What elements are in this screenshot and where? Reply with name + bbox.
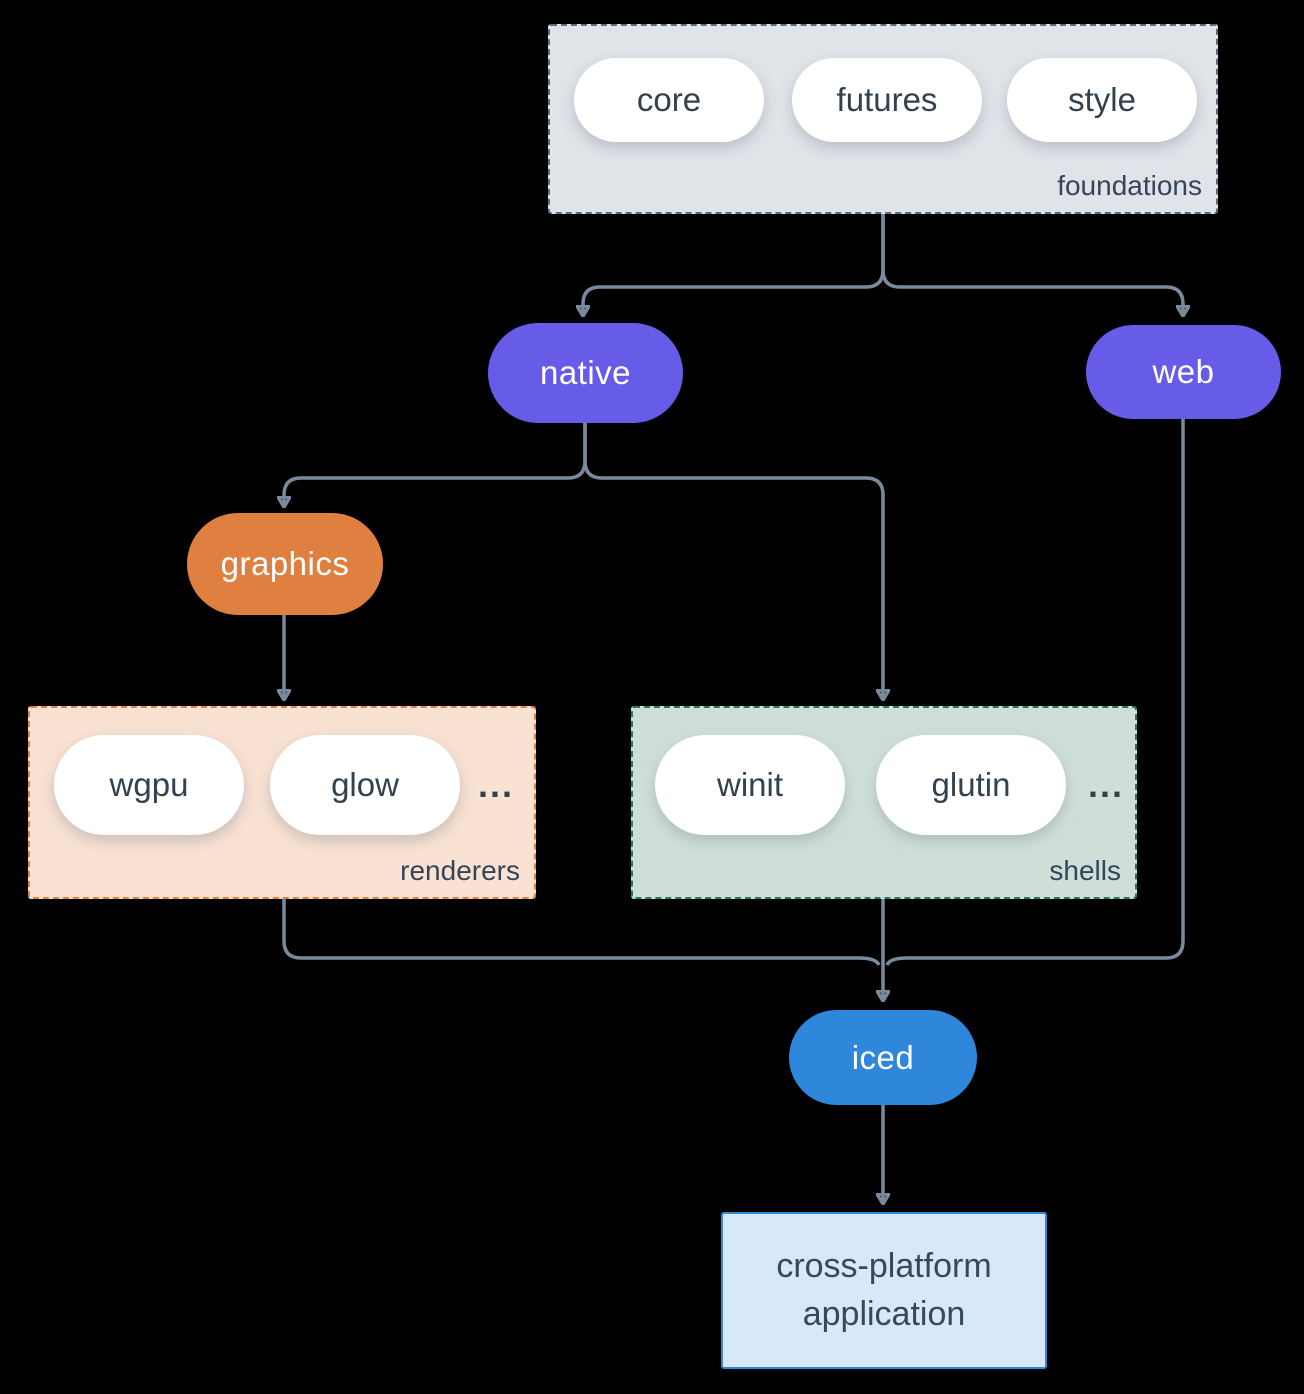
node-application: cross-platform application — [721, 1212, 1047, 1369]
edge-web-iced — [885, 419, 1185, 966]
node-wgpu-label: wgpu — [109, 766, 189, 803]
shells-group-label: shells — [1049, 855, 1121, 886]
renderers-group-box: wgpu glow ... renderers — [28, 706, 536, 899]
node-style: style — [1007, 58, 1197, 142]
shells-group-box: winit glutin ... shells — [631, 706, 1137, 899]
node-application-label: cross-platform application — [776, 1246, 992, 1333]
node-core: core — [574, 58, 764, 142]
node-glow-label: glow — [331, 766, 399, 803]
node-wgpu: wgpu — [54, 735, 244, 835]
edge-foundations-native — [583, 214, 885, 315]
node-winit: winit — [655, 735, 845, 835]
renderers-ellipsis: ... — [478, 764, 515, 805]
node-winit-label: winit — [716, 766, 784, 803]
node-native: native — [488, 323, 683, 423]
node-glow: glow — [270, 735, 460, 835]
node-futures: futures — [792, 58, 982, 142]
node-web: web — [1086, 325, 1281, 419]
node-iced-label: iced — [851, 1038, 915, 1076]
node-native-label: native — [539, 354, 632, 391]
edge-native-graphics — [284, 423, 587, 506]
edge-native-shells — [583, 423, 883, 699]
node-graphics-label: graphics — [220, 545, 350, 582]
node-style-label: style — [1068, 81, 1136, 118]
foundations-group-box: core futures style foundations — [548, 24, 1218, 214]
edge-foundations-web — [881, 214, 1183, 315]
shells-ellipsis: ... — [1088, 764, 1125, 805]
renderers-group-label: renderers — [400, 855, 520, 886]
node-futures-label: futures — [836, 81, 938, 118]
node-glutin-label: glutin — [931, 766, 1011, 803]
foundations-group-label: foundations — [1057, 170, 1202, 201]
edge-renderers-iced — [282, 899, 881, 966]
node-iced: iced — [789, 1010, 977, 1105]
node-graphics: graphics — [187, 513, 383, 615]
node-web-label: web — [1152, 353, 1215, 390]
node-glutin: glutin — [876, 735, 1066, 835]
node-core-label: core — [636, 81, 702, 118]
